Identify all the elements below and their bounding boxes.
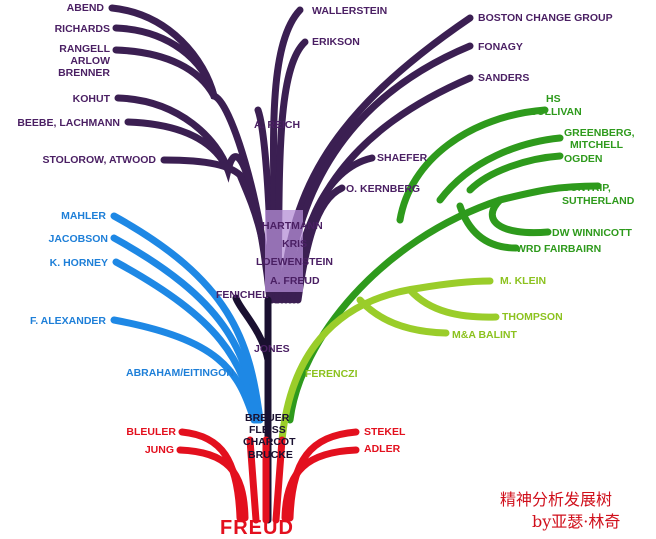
branch-line-horney bbox=[112, 258, 260, 424]
branch-line-balint bbox=[356, 296, 450, 337]
label-jacobson: JACOBSON bbox=[48, 233, 108, 245]
label-abraham: ABRAHAM/EITINGON bbox=[126, 367, 234, 379]
label-adler: ADLER bbox=[364, 443, 401, 455]
branch-line-ogden bbox=[466, 152, 564, 194]
caption-author: by亚瑟·林奇 bbox=[532, 512, 620, 531]
label-stolorow: STOLOROW, ATWOOD bbox=[42, 154, 156, 166]
label-richards: RICHARDS bbox=[55, 23, 110, 35]
branch-line-stekel bbox=[286, 428, 360, 522]
branch-line-klein bbox=[278, 277, 494, 444]
trunk-highlight-box bbox=[265, 210, 303, 292]
branch-line-root-3 bbox=[272, 436, 286, 524]
label-fenichel: FENICHEL bbox=[216, 289, 269, 301]
branch-line-root-2 bbox=[246, 436, 260, 524]
label-guntrip: GUNTRIP, bbox=[562, 182, 611, 194]
label-kohut: KOHUT bbox=[73, 93, 111, 105]
label-sanders: SANDERS bbox=[478, 72, 529, 84]
label-bleuler: BLEULER bbox=[126, 426, 176, 438]
branch-line-richards bbox=[112, 24, 218, 100]
label-charcot: CHARCOT bbox=[243, 436, 296, 448]
label-erikson: ERIKSON bbox=[312, 36, 360, 48]
label-fonagy: FONAGY bbox=[478, 41, 523, 53]
label-winnicott: DW WINNICOTT bbox=[552, 227, 632, 239]
branch-line-sullivan bbox=[396, 106, 549, 224]
root-label-freud: FREUD bbox=[220, 517, 294, 539]
branch-line-stolorow bbox=[160, 156, 274, 304]
label-klein: M. KLEIN bbox=[500, 275, 546, 287]
branch-line-bleuler bbox=[178, 428, 244, 522]
label-kernberg: O. KERNBERG bbox=[346, 183, 420, 195]
red-branch-lines bbox=[176, 428, 360, 524]
label-mahler: MAHLER bbox=[61, 210, 106, 222]
label-brucke: BRUCKE bbox=[248, 449, 293, 461]
label-boston: BOSTON CHANGE GROUP bbox=[478, 12, 613, 24]
caption-title: 精神分析发展树 bbox=[500, 490, 612, 509]
branch-line-rangell bbox=[112, 46, 218, 100]
label-horney: K. HORNEY bbox=[50, 257, 108, 269]
branch-line-jung bbox=[176, 446, 249, 522]
label-jones: JONES bbox=[254, 343, 290, 355]
label-shaefer: SHAEFER bbox=[377, 152, 428, 164]
branch-line-fairbairn bbox=[456, 202, 520, 252]
label-wallerstein: WALLERSTEIN bbox=[312, 5, 387, 17]
branch-line-green-main bbox=[286, 182, 602, 424]
label-jung: JUNG bbox=[145, 444, 174, 456]
label-ogden: OGDEN bbox=[564, 153, 603, 165]
label-brenner: BRENNER bbox=[58, 67, 110, 79]
label-beebe: BEEBE, LACHMANN bbox=[17, 117, 120, 129]
label-fairbairn: WRD FAIRBAIRN bbox=[516, 243, 601, 255]
label-alexander: F. ALEXANDER bbox=[30, 315, 106, 327]
label-arlow: ARLOW bbox=[70, 55, 110, 67]
label-abend: ABEND bbox=[67, 2, 105, 14]
label-fleiss: FLEISS bbox=[249, 424, 286, 436]
branch-line-thompson bbox=[406, 286, 500, 321]
label-a-freud: A. FREUD bbox=[270, 275, 320, 287]
branch-line-beebe bbox=[124, 118, 232, 174]
label-stekel: STEKEL bbox=[364, 426, 406, 438]
label-ferenczi: FERENCZI bbox=[305, 368, 358, 380]
lime-branch-lines bbox=[278, 277, 500, 444]
label-hartmann: HARTMANN bbox=[262, 220, 323, 232]
label-a-reich: A. REICH bbox=[254, 119, 300, 131]
label-kris: KRIS bbox=[282, 238, 307, 250]
trunk-line-jones bbox=[232, 294, 272, 364]
label-thompson: THOMPSON bbox=[502, 311, 563, 323]
branch-line-jacobson bbox=[110, 234, 262, 424]
label-hs: HS bbox=[546, 93, 561, 105]
branch-line-greenberg bbox=[436, 134, 564, 204]
blue-branch-lines bbox=[110, 212, 264, 424]
label-breuer: BREUER bbox=[245, 412, 290, 424]
label-greenberg: GREENBERG, bbox=[564, 127, 635, 139]
branch-line-alexander bbox=[110, 316, 258, 424]
branch-line-adler bbox=[281, 446, 360, 522]
label-loewenstein: LOEWENSTEIN bbox=[256, 256, 333, 268]
label-sullivan: SULLIVAN bbox=[530, 106, 582, 118]
label-mitchell: MITCHELL bbox=[570, 139, 624, 151]
label-sutherland: SUTHERLAND bbox=[562, 195, 635, 207]
label-rangell: RANGELL bbox=[59, 43, 110, 55]
branch-line-winnicott bbox=[488, 196, 552, 237]
label-balint: M&A BALINT bbox=[452, 329, 518, 341]
